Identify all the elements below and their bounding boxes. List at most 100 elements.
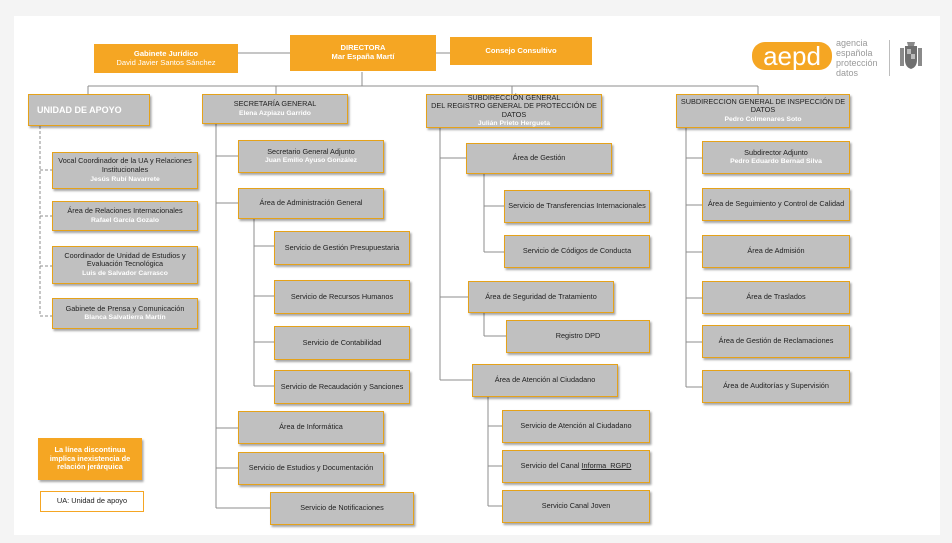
apoyo-item-title: Coordinador de Unidad de Estudios y Eval… [64, 250, 186, 269]
spain-crest-icon [900, 42, 922, 69]
subdirector-adjunto-name: Pedro Eduardo Bernad Silva [730, 158, 822, 166]
area-admision-box: Área de Admisión [702, 235, 850, 268]
apoyo-item-name: Luis de Salvador Carrasco [82, 270, 168, 278]
legend-ua-text: UA: Unidad de apoyo [56, 496, 128, 506]
apoyo-item-name: Rafael García Gozalo [91, 216, 159, 224]
directora-title: DIRECTORA [340, 43, 386, 53]
registro-header: SUBDIRECCIÓN GENERAL DEL REGISTRO GENERA… [426, 92, 602, 128]
aepd-logo-wordmark: agencia española protección datos [836, 38, 878, 78]
servicio-notificaciones-box: Servicio de Notificaciones [270, 492, 414, 525]
secretario-adjunto-name: Juan Emilio Ayuso González [264, 157, 358, 165]
subdirector-adjunto-box: Subdirector Adjunto Pedro Eduardo Bernad… [702, 141, 850, 174]
gabinete-juridico-box: Gabinete Jurídico David Javier Santos Sá… [94, 44, 238, 73]
inspeccion-name: Pedro Colmenares Soto [724, 116, 802, 124]
area-traslados-box: Área de Traslados [702, 281, 850, 314]
inspeccion-item-title: Área de Seguimiento y Control de Calidad [707, 199, 845, 209]
legend-dashed-text: La línea discontinua implica inexistenci… [49, 444, 131, 472]
admin-item-rrhh: Servicio de Recursos Humanos [274, 280, 410, 314]
inspeccion-header: SUBDIRECCION GENERAL DE INSPECCIÓN DE DA… [676, 94, 850, 128]
admin-item-title: Servicio de Recaudación y Sanciones [280, 381, 404, 391]
logo-line-3: protección [836, 58, 878, 68]
area-reclamaciones-box: Área de Gestión de Reclamaciones [702, 325, 850, 358]
servicio-atencion-box: Servicio de Atención al Ciudadano [502, 410, 650, 443]
secretaria-general-header: SECRETARÍA GENERAL Elena Azpiazu Garrido [202, 94, 348, 124]
apoyo-item-title: Área de Relaciones Internacionales [67, 206, 183, 216]
admin-item-title: Servicio de Recursos Humanos [290, 291, 394, 301]
apoyo-item-relaciones: Área de Relaciones Internacionales Rafae… [52, 201, 198, 231]
secretaria-other-title: Servicio de Estudios y Documentación [248, 463, 374, 473]
gestion-item-title: Servicio de Códigos de Conducta [522, 246, 632, 256]
inspeccion-item-title: Área de Admisión [747, 246, 805, 256]
area-atencion-box: Área de Atención al Ciudadano [472, 364, 618, 397]
unidad-apoyo-title: UNIDAD DE APOYO [37, 104, 122, 115]
gabinete-juridico-name: David Javier Santos Sánchez [116, 57, 216, 67]
admin-item-title: Servicio de Contabilidad [302, 337, 382, 347]
servicio-canal-informa-box: Servicio del Canal Informa_RGPD [502, 450, 650, 483]
secretaria-other-title: Servicio de Notificaciones [300, 503, 384, 513]
logo-separator [889, 40, 890, 76]
servicio-canal-joven-box: Servicio Canal Joven [502, 490, 650, 523]
registro-title-2: DEL REGISTRO GENERAL DE PROTECCIÓN DE DA… [431, 101, 597, 119]
subdirector-adjunto-title: Subdirector Adjunto [744, 147, 808, 157]
seguridad-item-title: Registro DPD [555, 331, 601, 341]
inspeccion-item-title: Área de Auditorías y Supervisión [723, 381, 829, 391]
area-gestion-box: Área de Gestión [466, 143, 612, 174]
admin-item-recaudacion: Servicio de Recaudación y Sanciones [274, 370, 410, 404]
legend-dashed-note: La línea discontinua implica inexistenci… [38, 438, 142, 480]
directora-box: DIRECTORA Mar España Martí [290, 35, 436, 71]
registro-title-1: SUBDIRECCIÓN GENERAL [467, 92, 561, 102]
area-auditorias-box: Área de Auditorías y Supervisión [702, 370, 850, 403]
legend-ua: UA: Unidad de apoyo [40, 491, 144, 512]
secretaria-name: Elena Azpiazu Garrido [239, 109, 311, 117]
consejo-consultivo-title: Consejo Consultivo [485, 45, 557, 55]
directora-name: Mar España Martí [331, 52, 395, 61]
apoyo-item-title: Vocal Coordinador de la UA y Relaciones … [58, 156, 192, 174]
apoyo-item-title: Gabinete de Prensa y Comunicación [65, 303, 185, 313]
secretaria-other-title: Área de Informática [279, 422, 343, 432]
secretaria-title: SECRETARÍA GENERAL [233, 99, 317, 109]
apoyo-item-vocal: Vocal Coordinador de la UA y Relaciones … [52, 152, 198, 189]
logo-line-4: datos [836, 68, 859, 78]
registro-name: Julián Prieto Hergueta [477, 120, 551, 128]
atencion-item-title: Servicio del Canal Informa_RGPD [519, 461, 634, 471]
area-seguridad-title: Área de Seguridad de Tratamiento [485, 291, 597, 301]
aepd-logo: aepd agencia española protección datos [752, 38, 930, 80]
gabinete-juridico-title: Gabinete Jurídico [133, 48, 199, 58]
area-seguimiento-box: Área de Seguimiento y Control de Calidad [702, 188, 850, 221]
area-informatica-box: Área de Informática [238, 411, 384, 444]
admin-item-presupuestaria: Servicio de Gestión Presupuestaria [274, 231, 410, 265]
area-administracion-title: Área de Administración General [259, 198, 363, 208]
area-administracion-box: Área de Administración General [238, 188, 384, 219]
informa-rgpd-link[interactable]: Informa_RGPD [581, 461, 632, 471]
atencion-item-title: Servicio de Atención al Ciudadano [520, 421, 632, 431]
apoyo-item-estudios: Coordinador de Unidad de Estudios y Eval… [52, 246, 198, 284]
atencion-item-text: Servicio del Canal [520, 461, 582, 471]
area-atencion-title: Área de Atención al Ciudadano [494, 375, 596, 385]
consejo-consultivo-box: Consejo Consultivo [450, 37, 592, 65]
logo-line-2: española [836, 48, 873, 58]
apoyo-item-prensa: Gabinete de Prensa y Comunicación Blanca… [52, 298, 198, 329]
secretario-adjunto-title: Secretario General Adjunto [267, 146, 355, 156]
atencion-item-title: Servicio Canal Joven [541, 501, 611, 511]
servicio-codigos-box: Servicio de Códigos de Conducta [504, 235, 650, 268]
area-seguridad-box: Área de Seguridad de Tratamiento [468, 281, 614, 313]
apoyo-item-name: Jesús Rubí Navarrete [90, 175, 160, 183]
unidad-apoyo-header: UNIDAD DE APOYO [28, 94, 150, 126]
servicio-estudios-box: Servicio de Estudios y Documentación [238, 452, 384, 485]
inspeccion-item-title: Área de Traslados [746, 292, 806, 302]
inspeccion-item-title: Área de Gestión de Reclamaciones [718, 336, 834, 346]
inspeccion-title: SUBDIRECCION GENERAL DE INSPECCIÓN DE DA… [680, 96, 846, 115]
admin-item-title: Servicio de Gestión Presupuestaria [284, 242, 400, 252]
logo-line-1: agencia [836, 38, 868, 48]
apoyo-item-name: Blanca Salvatierra Martín [84, 314, 166, 322]
gestion-item-title: Servicio de Transferencias Internacional… [508, 201, 646, 211]
area-gestion-title: Área de Gestión [512, 153, 566, 163]
registro-dpd-box: Registro DPD [506, 320, 650, 353]
aepd-logo-letters: aepd [763, 41, 821, 71]
servicio-transferencias-box: Servicio de Transferencias Internacional… [504, 190, 650, 223]
secretario-adjunto-box: Secretario General Adjunto Juan Emilio A… [238, 140, 384, 173]
admin-item-contabilidad: Servicio de Contabilidad [274, 326, 410, 360]
aepd-logo-mark: aepd [752, 41, 832, 71]
